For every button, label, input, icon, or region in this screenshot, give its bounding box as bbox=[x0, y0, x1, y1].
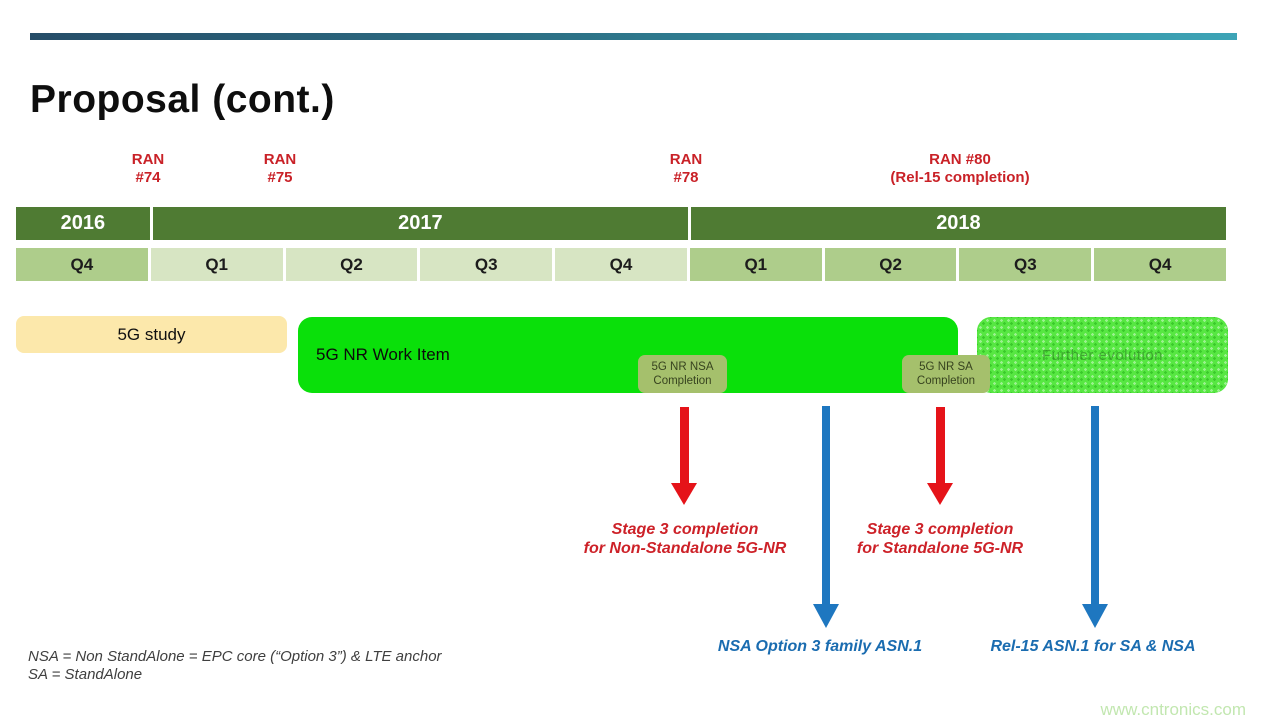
arrow-head-icon bbox=[1082, 604, 1108, 628]
accent-rule bbox=[30, 33, 1237, 40]
caption-stage3-nsa: Stage 3 completion for Non-Standalone 5G… bbox=[535, 520, 835, 558]
milestone-ran-74-line2: #74 bbox=[135, 169, 161, 186]
blue-down-arrow-nsa-asn1 bbox=[813, 406, 839, 628]
milestone-ran-80-line1: RAN #80 bbox=[929, 151, 991, 168]
tag-sa-line2: Completion bbox=[916, 375, 976, 387]
quarter-cell-2017-q3: Q3 bbox=[420, 248, 556, 281]
bar-5g-nr-work-item: 5G NR Work Item bbox=[298, 317, 958, 393]
milestone-ran-75-line2: #75 bbox=[267, 169, 293, 186]
timeline-years-row: 2016 2017 2018 bbox=[16, 207, 1226, 240]
caption-stage3-sa: Stage 3 completion for Standalone 5G-NR bbox=[790, 520, 1090, 558]
caption-stage3-sa-line1: Stage 3 completion bbox=[866, 521, 1014, 538]
red-down-arrow-nsa bbox=[671, 407, 697, 505]
milestone-ran-78-line2: #78 bbox=[673, 169, 699, 186]
milestone-ran-74: RAN #74 bbox=[98, 151, 198, 187]
arrow-shaft bbox=[679, 407, 689, 483]
bar-5g-study-label: 5G study bbox=[117, 324, 186, 344]
arrow-shaft bbox=[1091, 406, 1099, 604]
quarter-cell-2018-q1: Q1 bbox=[689, 248, 825, 281]
quarter-cell-2018-q4: Q4 bbox=[1094, 248, 1227, 281]
caption-stage3-nsa-line2: for Non-Standalone 5G-NR bbox=[583, 540, 787, 557]
footnotes: NSA = Non StandAlone = EPC core (“Option… bbox=[28, 648, 442, 684]
arrow-head-icon bbox=[813, 604, 839, 628]
quarter-cell-2017-q4: Q4 bbox=[555, 248, 690, 281]
tag-5g-nr-sa-completion: 5G NR SA Completion bbox=[902, 355, 990, 393]
milestone-ran-75: RAN #75 bbox=[230, 151, 330, 187]
caption-rel15-asn1: Rel-15 ASN.1 for SA & NSA bbox=[990, 638, 1196, 655]
tag-5g-nr-nsa-completion: 5G NR NSA Completion bbox=[638, 355, 727, 393]
caption-nsa-option3-asn1: NSA Option 3 family ASN.1 bbox=[717, 638, 923, 655]
caption-stage3-nsa-line1: Stage 3 completion bbox=[611, 521, 759, 538]
year-cell-2017: 2017 bbox=[152, 207, 691, 240]
timeline-quarters-row: Q4 Q1 Q2 Q3 Q4 Q1 Q2 Q3 Q4 bbox=[16, 248, 1227, 281]
quarter-cell-2016-q4: Q4 bbox=[16, 248, 151, 281]
footnote-sa: SA = StandAlone bbox=[28, 666, 143, 683]
milestone-ran-80-line2: (Rel-15 completion) bbox=[890, 169, 1030, 186]
arrow-shaft bbox=[822, 406, 830, 604]
arrow-head-icon bbox=[927, 483, 953, 505]
milestone-ran-78-line1: RAN bbox=[669, 151, 703, 168]
red-down-arrow-sa bbox=[927, 407, 953, 505]
arrow-head-icon bbox=[671, 483, 697, 505]
arrow-shaft bbox=[935, 407, 945, 483]
milestone-ran-75-line1: RAN bbox=[263, 151, 297, 168]
watermark-url: www.cntronics.com bbox=[1100, 700, 1246, 719]
quarter-cell-2017-q2: Q2 bbox=[285, 248, 421, 281]
blue-down-arrow-rel15-asn1 bbox=[1082, 406, 1108, 628]
footnote-nsa: NSA = Non StandAlone = EPC core (“Option… bbox=[28, 648, 442, 665]
quarter-cell-2018-q3: Q3 bbox=[959, 248, 1095, 281]
tag-sa-line1: 5G NR SA bbox=[919, 361, 973, 373]
bar-further-evolution: Further evolution bbox=[977, 317, 1228, 393]
tag-nsa-line1: 5G NR NSA bbox=[651, 361, 714, 373]
milestone-ran-78: RAN #78 bbox=[636, 151, 736, 187]
caption-stage3-sa-line2: for Standalone 5G-NR bbox=[856, 540, 1024, 557]
bar-5g-study: 5G study bbox=[16, 316, 287, 353]
page-title: Proposal (cont.) bbox=[30, 78, 335, 121]
year-cell-2018: 2018 bbox=[690, 207, 1226, 240]
milestone-ran-80: RAN #80 (Rel-15 completion) bbox=[810, 151, 1110, 187]
bar-further-evolution-label: Further evolution bbox=[1041, 346, 1164, 364]
quarter-cell-2018-q2: Q2 bbox=[824, 248, 960, 281]
quarter-cell-2017-q1: Q1 bbox=[150, 248, 286, 281]
milestone-ran-74-line1: RAN bbox=[131, 151, 165, 168]
year-cell-2016: 2016 bbox=[16, 207, 153, 240]
tag-nsa-line2: Completion bbox=[653, 375, 712, 387]
bar-5g-nr-work-item-label: 5G NR Work Item bbox=[316, 345, 450, 364]
